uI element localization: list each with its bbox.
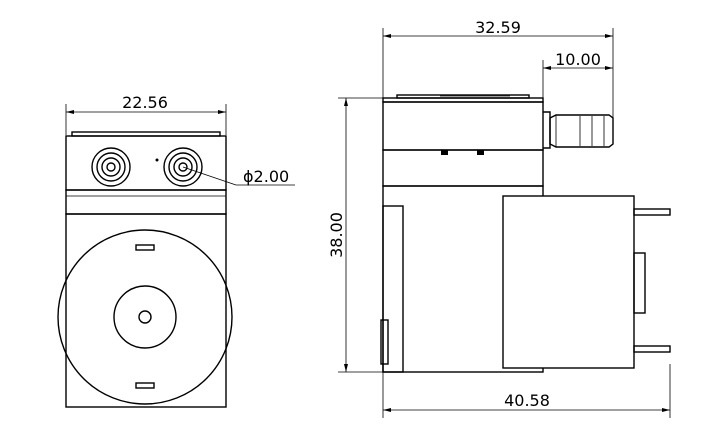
dim-port-diameter: ϕ2.00 [243, 167, 289, 186]
coil-block [502, 195, 635, 369]
side-view: 32.59 10.00 38.00 40.58 [327, 18, 671, 418]
dim-nozzle-length: 10.00 [555, 50, 601, 69]
port-left [91, 147, 131, 187]
dim-side-width: 32.59 [475, 18, 521, 37]
dim-total-length: 40.58 [504, 391, 550, 410]
dim-height: 38.00 [327, 212, 346, 258]
motor-circle [57, 229, 233, 405]
port-right [163, 147, 203, 187]
front-view: 22.56 ϕ2.00 [57, 93, 295, 408]
dim-front-width: 22.56 [122, 93, 168, 112]
